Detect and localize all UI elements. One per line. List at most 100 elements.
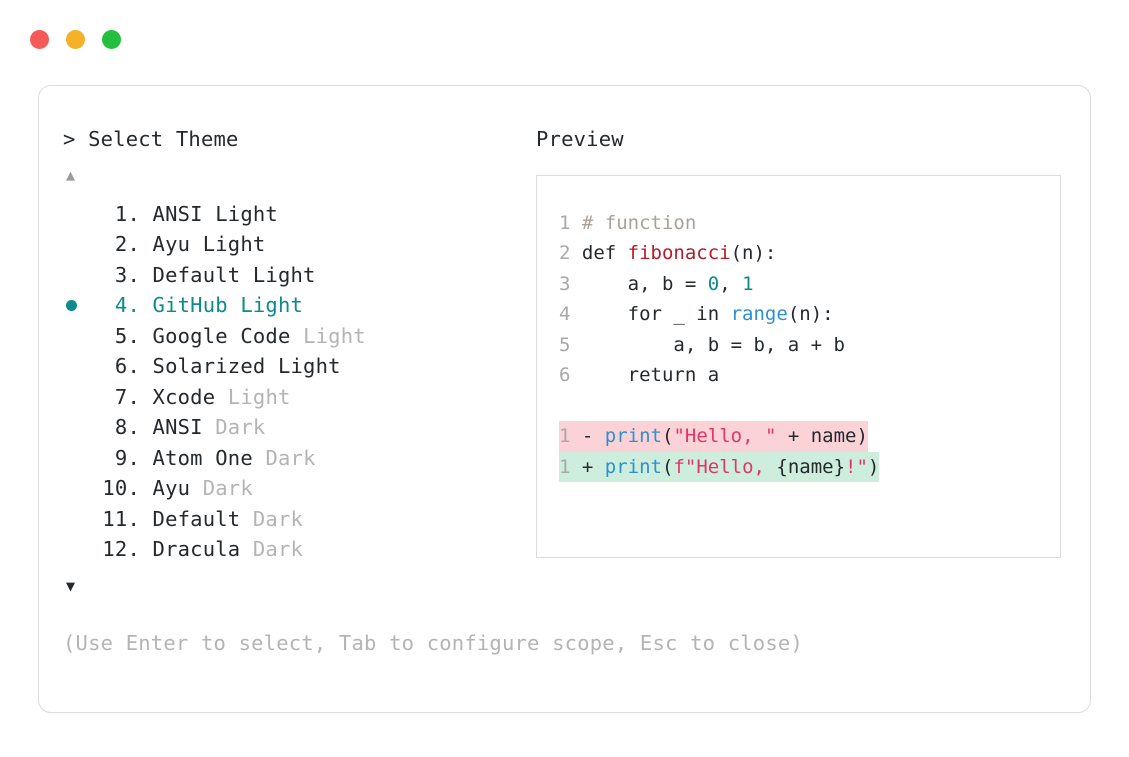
diff-row: 1 + print(f"Hello, {name}!") <box>559 451 1060 482</box>
theme-list-item[interactable]: 3. Default Light <box>63 260 533 291</box>
theme-item-name: Default Light <box>152 262 316 287</box>
theme-item-name: Ayu Light <box>152 232 266 256</box>
code-token: for _ in <box>581 303 731 325</box>
diff-preview: 1 - print("Hello, " + name)1 + print(f"H… <box>559 421 1060 482</box>
theme-list-item[interactable]: 9. Atom One Dark <box>63 443 533 474</box>
code-line: 4 for _ in range(n): <box>559 299 1060 330</box>
code-token: "Hello, " <box>673 425 777 447</box>
theme-item-name: Dracula <box>152 537 253 561</box>
theme-item-gap <box>140 504 153 535</box>
selection-bullet-slot <box>63 504 93 535</box>
code-token: (n): <box>787 303 834 325</box>
line-number: 4 <box>559 303 582 325</box>
theme-list-item[interactable]: 5. Google Code Light <box>63 321 533 352</box>
code-line: 1 # function <box>559 208 1060 239</box>
theme-item-index: 7. <box>102 384 140 409</box>
theme-item-gap <box>140 260 153 291</box>
scroll-up-icon[interactable]: ▲ <box>66 165 76 184</box>
code-token: print <box>604 425 662 447</box>
selection-bullet-slot <box>63 199 93 230</box>
theme-item-gap <box>140 351 153 382</box>
theme-item-variant: Dark <box>202 476 253 500</box>
diff-plus-marker: + <box>581 455 605 478</box>
theme-item-gap <box>140 382 153 413</box>
diff-added-line: 1 + print(f"Hello, {name}!") <box>559 451 880 482</box>
code-token: ( <box>661 425 674 447</box>
theme-item-name: Atom One <box>152 445 266 470</box>
code-spacer <box>559 391 1060 422</box>
theme-list-item[interactable]: 4. GitHub Light <box>63 290 533 321</box>
code-token: (n): <box>730 242 777 264</box>
theme-item-gap <box>140 534 153 565</box>
theme-item-gap <box>140 443 153 474</box>
theme-item-name: Google Code <box>152 323 304 348</box>
code-token: range <box>730 303 788 325</box>
code-token: , <box>719 272 743 295</box>
theme-item-index: 9. <box>102 445 140 470</box>
theme-item-index: 8. <box>102 415 140 439</box>
maximize-dot[interactable] <box>102 30 121 49</box>
theme-item-name: ANSI Light <box>152 201 278 226</box>
theme-list-item[interactable]: 1. ANSI Light <box>63 199 533 230</box>
theme-list-item[interactable]: 2. Ayu Light <box>63 229 533 260</box>
selection-bullet-slot <box>63 412 93 443</box>
code-token: a, b = <box>581 272 708 295</box>
theme-item-index: 11. <box>102 506 140 531</box>
theme-item-variant: Light <box>303 323 366 348</box>
theme-list-item[interactable]: 12. Dracula Dark <box>63 534 533 565</box>
selection-bullet-slot <box>63 534 93 565</box>
selection-bullet-slot <box>63 351 93 382</box>
theme-item-variant: Dark <box>215 415 266 439</box>
theme-list-item[interactable]: 6. Solarized Light <box>63 351 533 382</box>
theme-item-index: 1. <box>102 201 140 226</box>
theme-list-item[interactable]: 8. ANSI Dark <box>63 412 533 443</box>
theme-item-variant: Dark <box>252 537 304 561</box>
line-number: 6 <box>559 364 582 386</box>
theme-list-item[interactable]: 7. Xcode Light <box>63 382 533 413</box>
minimize-dot[interactable] <box>66 30 85 49</box>
code-line: 3 a, b = 0, 1 <box>559 269 1060 300</box>
theme-item-gap <box>140 473 153 504</box>
theme-item-name: Xcode <box>152 384 228 409</box>
scroll-down-icon[interactable]: ▼ <box>66 576 76 595</box>
theme-item-index: 2. <box>102 232 140 256</box>
theme-list-item[interactable]: 10. Ayu Dark <box>63 473 533 504</box>
page-title: > Select Theme <box>63 127 239 151</box>
code-token: + name) <box>776 425 868 447</box>
selection-bullet-slot <box>63 229 93 260</box>
theme-item-gap <box>140 199 153 230</box>
theme-item-name: ANSI <box>152 415 216 439</box>
code-token: def <box>581 242 628 264</box>
code-line: 2 def fibonacci(n): <box>559 238 1060 269</box>
code-token: {name} <box>776 455 846 478</box>
selected-bullet-icon <box>66 299 77 311</box>
theme-selection-panel: > Select Theme ▲ 1. ANSI Light 2. Ayu Li… <box>63 129 533 594</box>
code-token: !" <box>845 455 868 478</box>
theme-list-item[interactable]: 11. Default Dark <box>63 504 533 535</box>
code-token: f"Hello, <box>673 455 777 478</box>
selection-bullet-slot <box>63 473 93 504</box>
theme-item-gap <box>140 321 153 352</box>
code-token: return a <box>581 364 720 386</box>
code-token: a, b = b, a + b <box>581 333 845 356</box>
code-token: 1 <box>742 272 754 295</box>
code-token: print <box>604 455 662 478</box>
theme-item-index: 4. <box>102 293 140 317</box>
code-token: ) <box>867 455 880 478</box>
close-dot[interactable] <box>30 30 49 49</box>
theme-item-name: Default <box>152 506 253 531</box>
theme-list: 1. ANSI Light 2. Ayu Light 3. Default Li… <box>63 199 533 565</box>
diff-removed-line: 1 - print("Hello, " + name) <box>559 421 868 452</box>
line-number: 3 <box>559 272 582 295</box>
line-number: 1 <box>559 455 582 478</box>
code-token: ( <box>661 455 674 478</box>
diff-row: 1 - print("Hello, " + name) <box>559 421 1060 452</box>
code-line: 5 a, b = b, a + b <box>559 330 1060 361</box>
selection-bullet-slot <box>63 382 93 413</box>
theme-item-index: 5. <box>102 323 140 348</box>
theme-item-gap <box>140 290 153 321</box>
theme-item-name: GitHub Light <box>152 293 304 317</box>
